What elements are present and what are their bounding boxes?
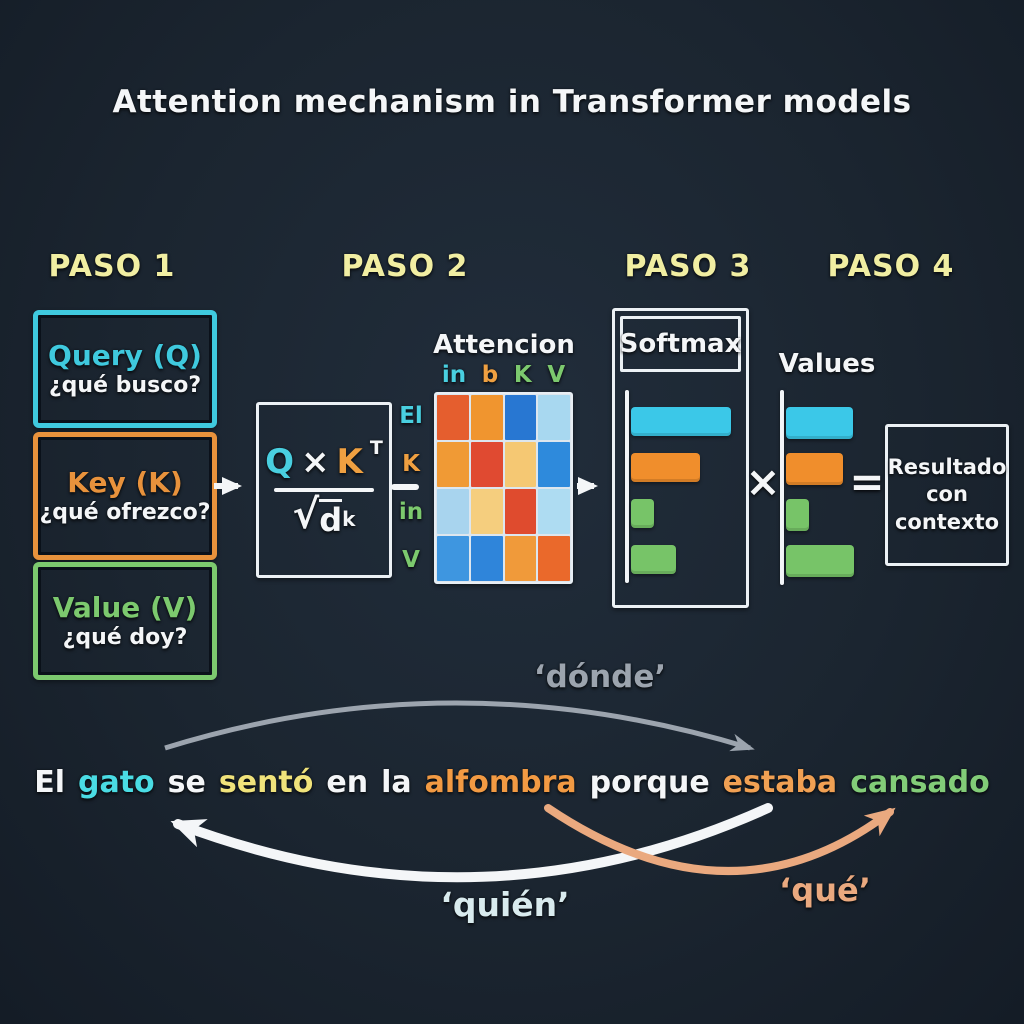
attention-weight-bar [631,499,654,528]
matrix-cell [504,442,537,487]
attention-heatmap-matrix [434,392,573,584]
attention-weight-bar [786,499,809,531]
matrix-cell [437,395,469,440]
matrix-cell [437,442,469,487]
sentence-word: cansado [850,765,990,800]
sentence-word: se [167,765,206,800]
key-box-title: Key (K) [67,465,183,499]
matrix-row-label: K [402,451,420,477]
matrix-row-label: El [399,403,423,429]
denominator-subscript: k [342,506,356,531]
sentence-word: sentó [218,765,314,800]
key-box: Key (K) ¿qué ofrezco? [33,432,217,560]
matrix-cell [437,536,469,581]
softmax-box: Softmax [612,308,749,608]
matrix-cell [504,395,537,440]
annotation-quien: ‘quién’ [440,885,570,924]
attention-weight-bar [786,545,854,577]
key-box-subtitle: ¿qué ofrezco? [39,499,211,525]
sentence-word: estaba [722,765,838,800]
matrix-cell [470,395,503,440]
matrix-cell [470,442,503,487]
attention-weight-bar [631,545,676,574]
multiply-operator: × [745,457,781,506]
matrix-cell [538,395,570,440]
value-box: Value (V) ¿qué doy? [33,562,217,680]
attention-weight-bar [631,407,731,436]
sentence-word: porque [589,765,710,800]
annotation-donde: ‘dónde’ [533,659,667,695]
matrix-col-label: K [513,362,532,388]
softmax-bars-axis [625,390,629,583]
matrix-cell [538,536,570,581]
query-box-title: Query (Q) [48,338,202,372]
value-box-subtitle: ¿qué doy? [62,624,188,650]
matrix-cell [538,442,570,487]
attention-weight-bar [631,453,700,482]
attention-matrix-title: Attencion [433,330,575,360]
softmax-box-title: Softmax [620,316,741,372]
step-label-3: PASO 3 [624,249,752,284]
step-label-1: PASO 1 [48,249,176,284]
equals-operator: = [849,457,885,506]
matrix-row-label: in [398,499,424,525]
result-line-1: Resultado [887,455,1007,480]
matrix-cell [470,536,503,581]
sentence-word: la [381,765,412,800]
query-box: Query (Q) ¿qué busco? [33,310,217,428]
values-bars-axis [780,390,784,585]
matrix-row-label: V [402,547,420,573]
sentence-word: gato [78,765,155,800]
step-label-4: PASO 4 [827,249,955,284]
arrow-quien [170,803,773,883]
matrix-cell [538,489,570,534]
step-label-2: PASO 2 [341,249,469,284]
annotation-que: ‘qué’ [779,871,871,909]
radical-sign: √ [292,491,320,538]
arrow-que [544,804,896,875]
attention-weight-bar [786,453,843,485]
formula-term: K [336,441,363,482]
sentence-word: en [326,765,369,800]
result-line-2: con [926,482,968,507]
query-box-subtitle: ¿qué busco? [48,372,202,398]
page-title: Attention mechanism in Transformer model… [112,84,912,120]
softmax-bar-chart [631,407,731,574]
arrow-donde [164,700,755,752]
result-box: Resultado con contexto [885,424,1009,566]
matrix-col-label: in [441,362,467,388]
formula-term: T [369,436,383,459]
values-bar-chart [786,407,854,577]
value-box-title: Value (V) [52,590,198,624]
matrix-cell [470,489,503,534]
matrix-cell [504,536,537,581]
formula-term: × [301,441,330,482]
fraction-bar [274,487,374,492]
matrix-col-label: V [547,362,566,388]
sentence-word: alfombra [424,765,577,800]
matrix-cell [437,489,469,534]
attention-weight-bar [786,407,853,439]
matrix-cell [504,489,537,534]
values-title: Values [778,349,876,379]
sentence-word: El [34,765,65,800]
formula-term: Q [265,441,295,482]
denominator-base: d [319,498,343,539]
result-line-3: contexto [894,509,1000,534]
matrix-col-label: b [481,362,499,388]
